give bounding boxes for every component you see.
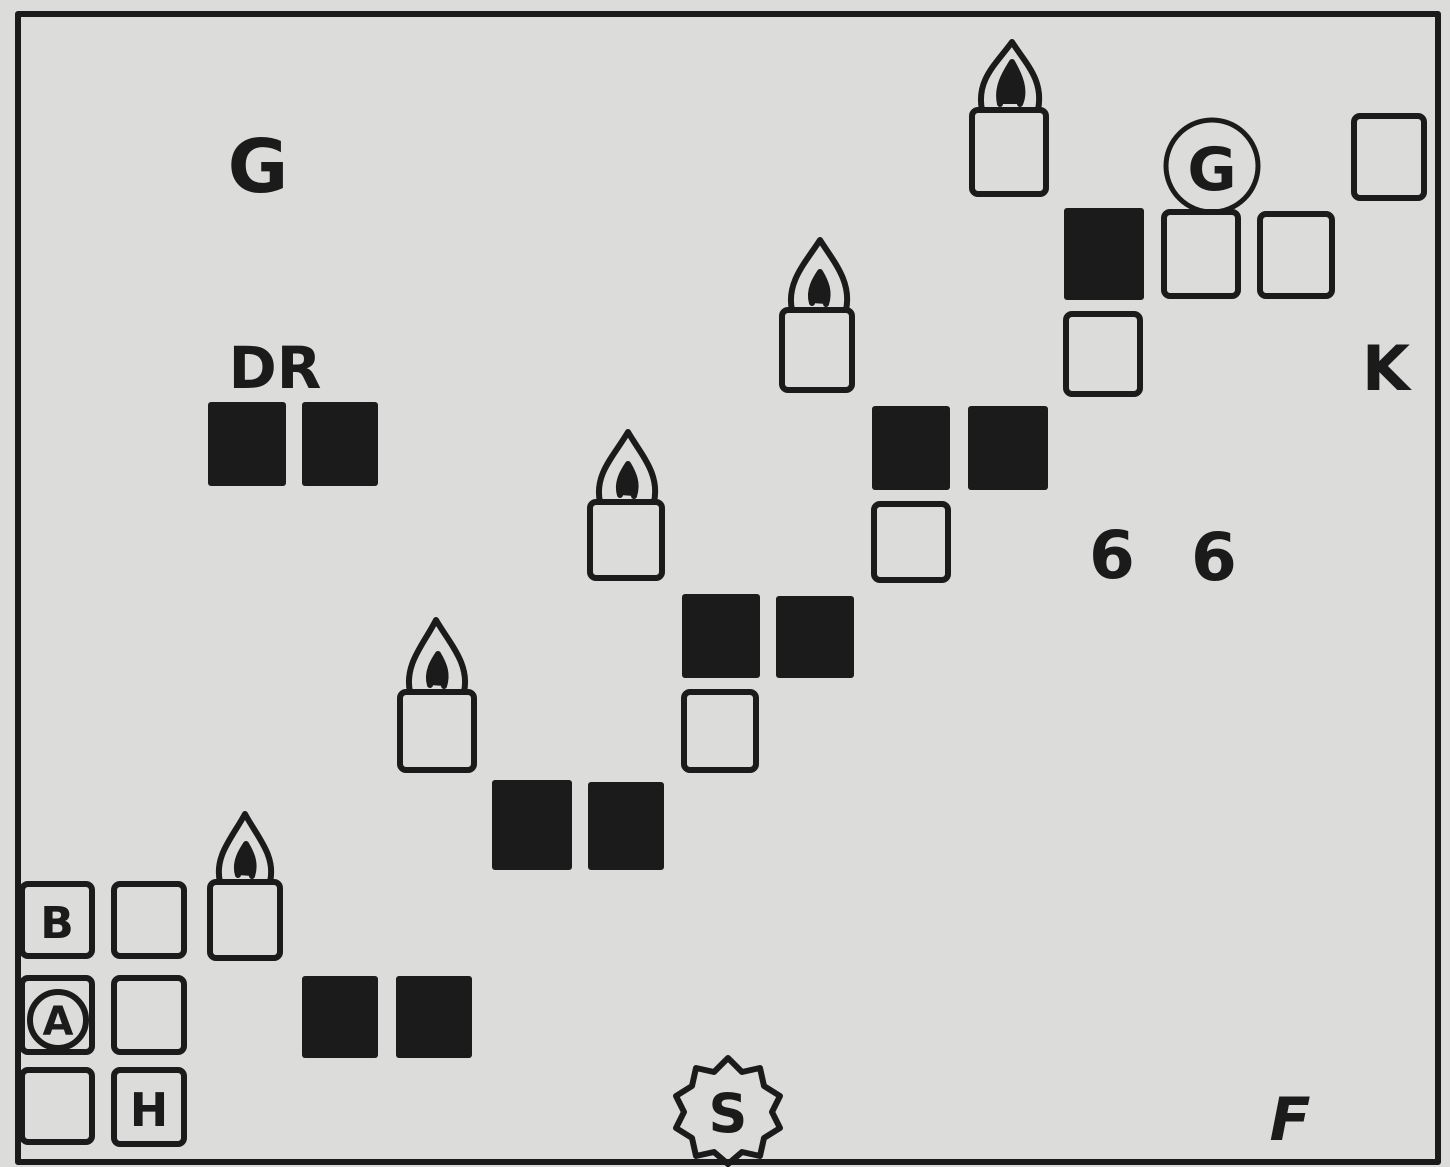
open-square[interactable] bbox=[874, 504, 948, 580]
wall-block bbox=[302, 402, 378, 486]
g-label: G bbox=[228, 124, 289, 210]
candle-icon[interactable] bbox=[400, 620, 474, 770]
sun-icon[interactable]: S bbox=[676, 1058, 780, 1164]
wall-block bbox=[302, 976, 378, 1058]
candle-icon[interactable] bbox=[972, 42, 1046, 194]
open-square[interactable] bbox=[1354, 116, 1424, 198]
s-label: S bbox=[709, 1082, 748, 1145]
wall-block bbox=[968, 406, 1048, 490]
open-square[interactable] bbox=[114, 884, 184, 956]
a-marker: A bbox=[30, 992, 86, 1048]
open-square[interactable] bbox=[114, 978, 184, 1052]
candle-icon[interactable] bbox=[210, 814, 280, 958]
b-label: B bbox=[40, 898, 74, 949]
k-label: K bbox=[1362, 332, 1412, 405]
wall-block bbox=[872, 406, 950, 490]
six-right-label: 6 bbox=[1191, 519, 1237, 596]
wall-block bbox=[492, 780, 572, 870]
circled-g-label: G bbox=[1187, 135, 1236, 205]
f-label: F bbox=[1270, 1085, 1311, 1155]
wall-block bbox=[1064, 208, 1144, 300]
wall-block bbox=[776, 596, 854, 678]
candle-icon[interactable] bbox=[590, 432, 662, 578]
wall-block bbox=[588, 782, 664, 870]
h-label: H bbox=[130, 1083, 169, 1137]
open-square[interactable] bbox=[22, 1070, 92, 1142]
open-square[interactable] bbox=[1164, 212, 1238, 296]
circled-g-marker[interactable]: G bbox=[1166, 120, 1258, 212]
wall-block bbox=[208, 402, 286, 486]
open-square[interactable] bbox=[1066, 314, 1140, 394]
a-label: A bbox=[43, 999, 74, 1045]
candle-icon[interactable] bbox=[782, 240, 852, 390]
open-square[interactable] bbox=[1260, 214, 1332, 296]
dr-label: DR bbox=[229, 334, 322, 402]
six-left-label: 6 bbox=[1089, 517, 1135, 594]
wall-block bbox=[396, 976, 472, 1058]
wall-blocks bbox=[208, 208, 1144, 1058]
wall-block bbox=[682, 594, 760, 678]
open-square[interactable] bbox=[684, 692, 756, 770]
